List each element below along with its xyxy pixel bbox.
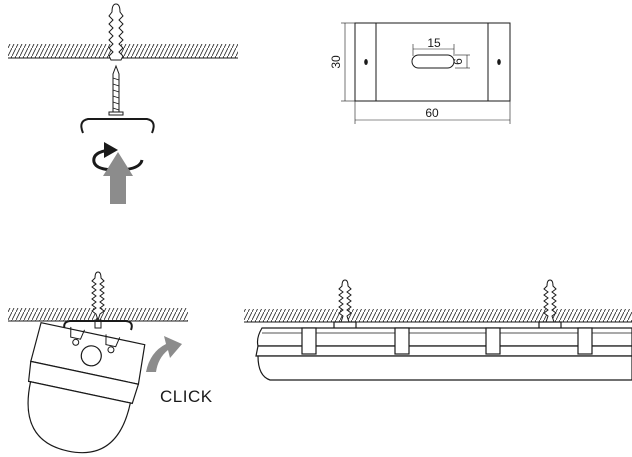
screw bbox=[108, 64, 124, 116]
step-1-fix-bracket bbox=[8, 3, 238, 204]
click-label: CLICK bbox=[160, 387, 213, 406]
dimension-slot-width: 15 bbox=[427, 36, 441, 50]
dimension-bracket-height: 30 bbox=[329, 55, 343, 69]
bracket-hole-left bbox=[364, 59, 368, 65]
mounting-bracket-side bbox=[80, 118, 155, 134]
ceiling-hatch bbox=[244, 309, 632, 322]
curved-arrow-icon bbox=[146, 336, 182, 372]
bracket-top-view: 15 6 30 60 bbox=[329, 22, 511, 124]
wall-plug bbox=[338, 279, 352, 323]
wall-plug bbox=[91, 271, 105, 322]
dimension-slot-height: 6 bbox=[451, 58, 465, 65]
arrow-up-icon bbox=[103, 152, 133, 204]
ceiling-hatch bbox=[8, 44, 238, 59]
rotate-clockwise-icon bbox=[92, 142, 144, 172]
mounting-bracket-side bbox=[63, 320, 133, 331]
luminaire-end-view bbox=[27, 321, 146, 454]
cable-gland bbox=[80, 345, 102, 367]
step-3-mounted-side-view bbox=[244, 279, 632, 381]
wall-plug bbox=[108, 3, 124, 61]
step-2-click-luminaire: CLICK bbox=[8, 271, 213, 454]
luminaire-side-view bbox=[255, 327, 632, 381]
bracket-hole-right bbox=[497, 59, 501, 65]
wall-plug bbox=[543, 279, 557, 323]
bracket-slot bbox=[411, 54, 455, 69]
dimension-bracket-width: 60 bbox=[425, 106, 439, 120]
